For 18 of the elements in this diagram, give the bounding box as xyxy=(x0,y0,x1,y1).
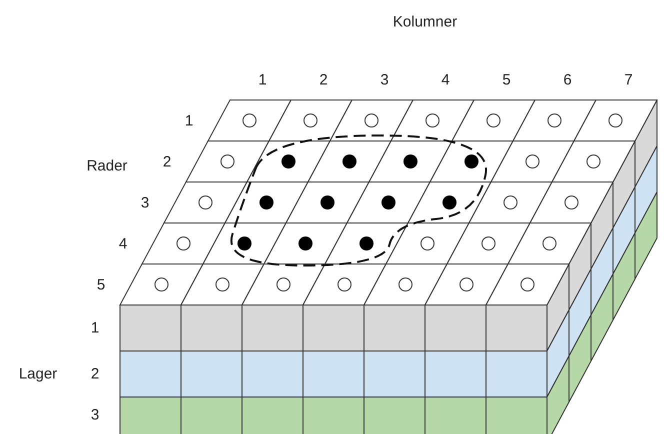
axis-title: Rader xyxy=(86,158,128,173)
row-number: 2 xyxy=(162,154,172,169)
layer-number: 1 xyxy=(90,320,100,336)
row-number: 4 xyxy=(118,236,128,251)
row-number: 5 xyxy=(96,277,106,292)
column-number: 4 xyxy=(441,72,450,88)
column-number: 3 xyxy=(380,72,389,88)
column-number: 6 xyxy=(563,72,572,88)
row-number: 3 xyxy=(140,195,150,210)
axis-title: Kolumner xyxy=(392,14,458,30)
axis-title: Lager xyxy=(18,366,58,382)
column-number: 2 xyxy=(319,72,328,88)
column-number: 1 xyxy=(258,72,267,88)
column-number: 5 xyxy=(502,72,511,88)
row-number: 1 xyxy=(184,113,194,128)
layer-number: 2 xyxy=(90,366,100,382)
layer-number: 3 xyxy=(90,408,100,423)
column-number: 7 xyxy=(624,72,633,88)
